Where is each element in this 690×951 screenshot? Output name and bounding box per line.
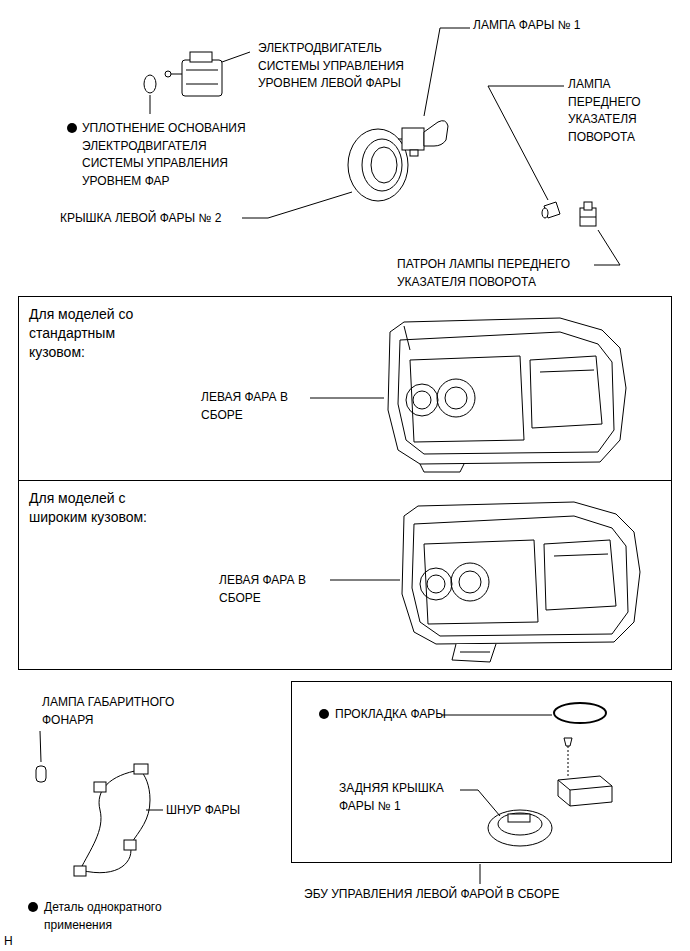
o-ring [144, 75, 156, 93]
turn-socket [580, 202, 596, 226]
turn-lamp [542, 202, 560, 218]
part-label: ПАТРОН ЛАМПЫ ПЕРЕДНЕГО УКАЗАТЕЛЯ ПОВОРОТ… [397, 256, 597, 291]
cover-ring [348, 129, 408, 201]
headlamp-bulb [398, 121, 448, 156]
part-label: ЛЕВАЯ ФАРА В СБОРЕ [219, 572, 329, 607]
leveling-motor [165, 52, 250, 96]
ecu [558, 738, 612, 806]
one-time-dot [67, 123, 77, 133]
part-label: ЗАДНЯЯ КРЫШКА ФАРЫ № 1 [339, 780, 457, 815]
clearance-bulb [36, 766, 46, 782]
variant-panel: Для моделей с широким кузовом: ЛЕВАЯ ФАРА… [18, 480, 672, 670]
part-label: ЭЛЕКТРОДВИГАТЕЛЬ СИСТЕМЫ УПРАВЛЕНИЯ УРОВ… [258, 40, 418, 93]
variant-heading: Для моделей со стандартным кузовом: [29, 305, 159, 362]
part-label: ЛЕВАЯ ФАРА В СБОРЕ [201, 389, 311, 424]
legend-text: Деталь однократного применения [44, 899, 184, 934]
part-label: ЛАМПА ГАБАРИТНОГО ФОНАРЯ [42, 694, 192, 729]
gasket [554, 703, 606, 723]
variant-heading: Для моделей с широким кузовом: [29, 489, 157, 527]
part-label: ШНУР ФАРЫ [166, 802, 266, 820]
headlamp-cord [74, 764, 150, 876]
part-label: УПЛОТНЕНИЕ ОСНОВАНИЯ ЭЛЕКТРОДВИГАТЕЛЯ СИ… [82, 120, 247, 190]
rear-cover [488, 810, 552, 846]
one-time-dot [319, 709, 329, 719]
assembly-caption: ЭБУ УПРАВЛЕНИЯ ЛЕВОЙ ФАРОЙ В СБОРЕ [304, 886, 682, 904]
part-label: ПРОКЛАДКА ФАРЫ [335, 706, 475, 724]
page-code: H [4, 933, 24, 951]
headlamp-wide [402, 502, 640, 662]
part-label: ЛАМПА ФАРЫ № 1 [473, 17, 623, 35]
variant-panel: Для моделей со стандартным кузовом: ЛЕВАЯ… [18, 296, 672, 481]
legend-dot [28, 902, 38, 912]
part-label: ЛАМПА ПЕРЕДНЕГО УКАЗАТЕЛЯ ПОВОРОТА [568, 76, 668, 146]
headlamp-standard [388, 318, 626, 472]
variant-panel: ПРОКЛАДКА ФАРЫЗАДНЯЯ КРЫШКА ФАРЫ № 1ЭБУ … [291, 681, 672, 863]
part-label: КРЫШКА ЛЕВОЙ ФАРЫ № 2 [60, 210, 260, 228]
